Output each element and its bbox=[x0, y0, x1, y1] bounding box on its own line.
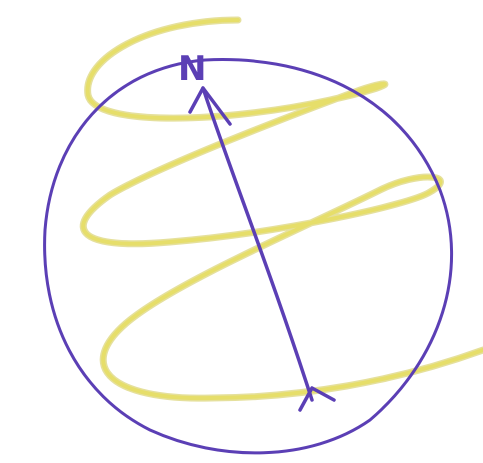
north-label: N bbox=[178, 49, 206, 89]
axis-line bbox=[203, 88, 312, 400]
